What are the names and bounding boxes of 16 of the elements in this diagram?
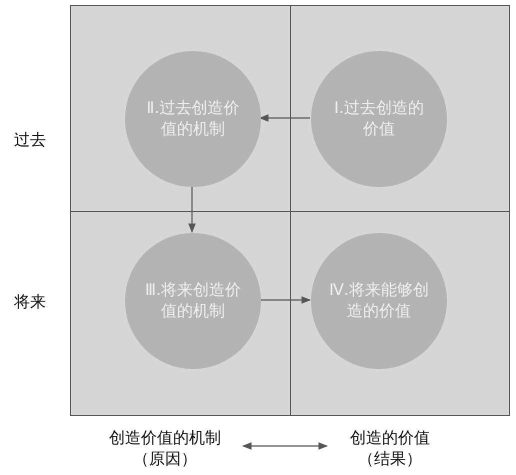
node-text: Ⅱ.过去创造价值的机制 [146,98,240,140]
node-text: Ⅲ.将来创造价值的机制 [144,280,242,322]
node-text: Ⅰ.过去创造的价值 [333,98,425,140]
quadrant-panel [290,211,510,416]
axis-label: 创造价值的机制（原因） [95,428,235,470]
axis-label: 创造的价值（结果） [335,428,445,470]
quadrant-panel [70,211,291,416]
quadrant-panel [70,5,291,212]
row-label: 过去 [14,130,46,151]
quadrant-panel [290,5,510,212]
arrow [260,296,311,304]
arrow [188,186,196,233]
row-label: 将来 [14,292,46,313]
arrow [259,114,310,122]
double-arrow [242,442,328,450]
node-text: Ⅳ.将来能够创造的价值 [329,280,429,322]
